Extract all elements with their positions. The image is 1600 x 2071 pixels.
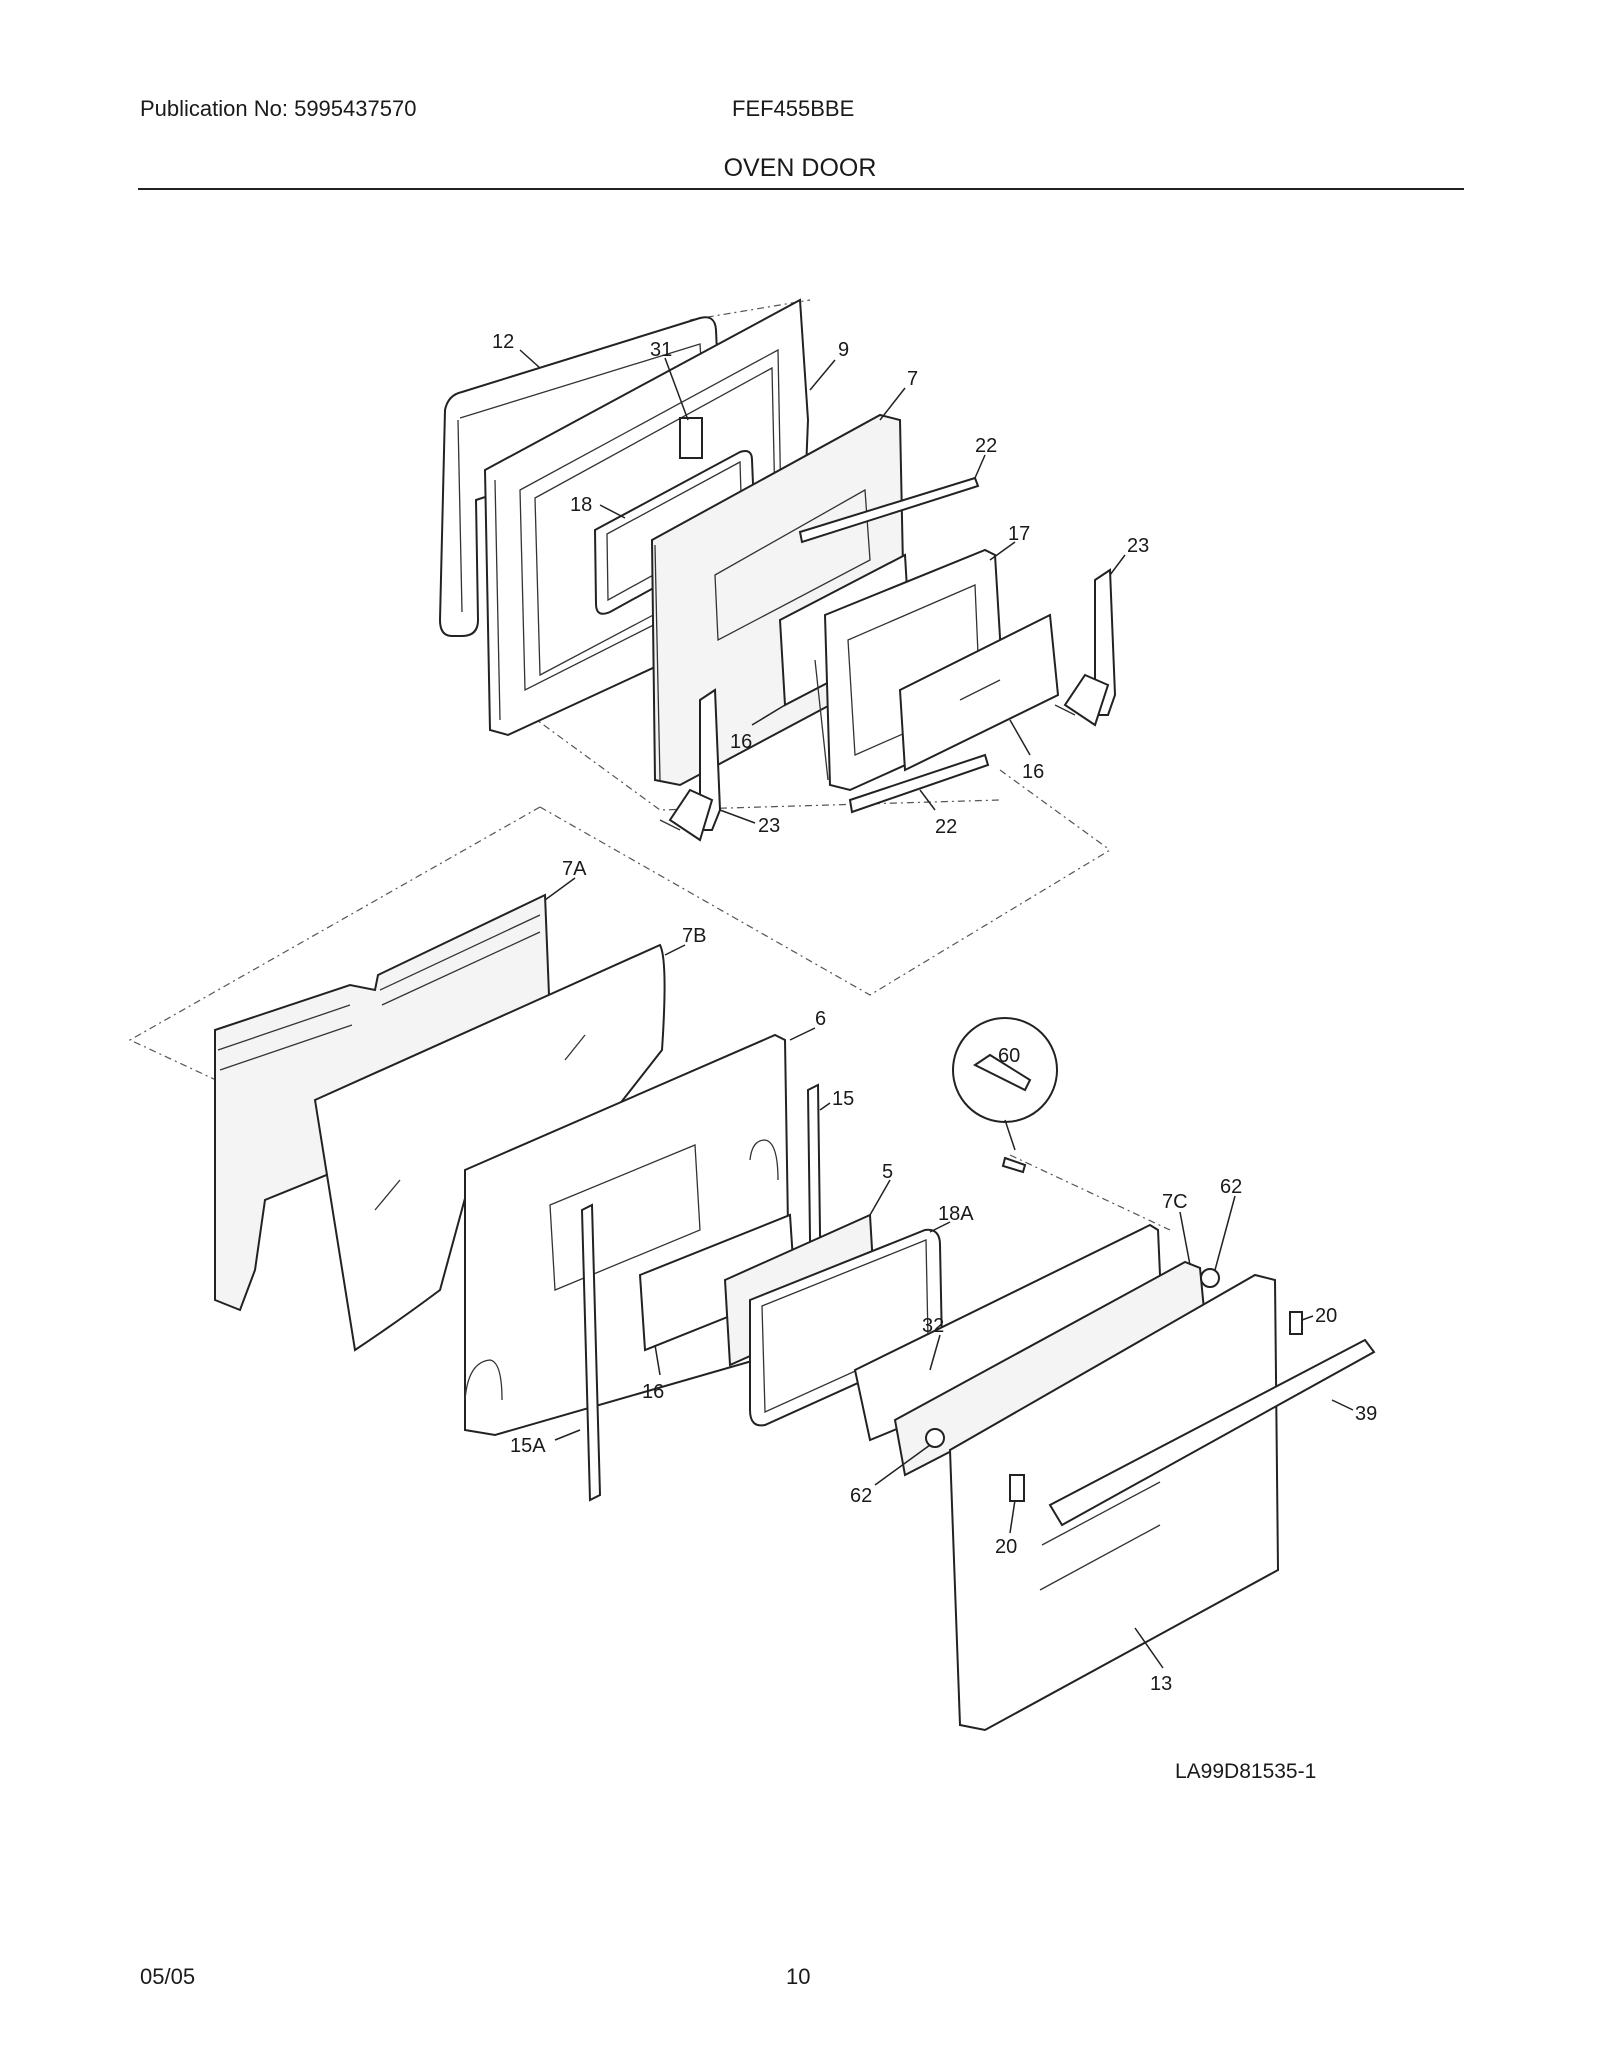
callout-7B: 7B bbox=[682, 925, 706, 947]
part-62-bumper bbox=[1200, 1268, 1220, 1288]
part-62-bumper bbox=[925, 1428, 945, 1448]
section-title: OVEN DOOR bbox=[723, 154, 877, 182]
model-number: FEF455BBE bbox=[732, 96, 855, 121]
glass-shine bbox=[564, 1034, 586, 1061]
callout-16: 16 bbox=[1022, 761, 1044, 783]
dash-line bbox=[689, 299, 811, 321]
page-number: 10 bbox=[786, 1964, 811, 1989]
header-rule bbox=[138, 188, 1464, 190]
part-31-clip bbox=[679, 417, 703, 459]
callout-32: 32 bbox=[922, 1315, 944, 1337]
callout-9: 9 bbox=[838, 339, 849, 361]
callout-18: 18 bbox=[570, 494, 592, 516]
callout-31: 31 bbox=[650, 339, 672, 361]
callout-20: 20 bbox=[995, 1536, 1017, 1558]
callout-17: 17 bbox=[1008, 523, 1030, 545]
dash-line bbox=[128, 806, 541, 1081]
callout-20: 20 bbox=[1315, 1305, 1337, 1327]
publication-number: Publication No: 5995437570 bbox=[140, 96, 417, 121]
part-16-glass bbox=[898, 613, 1060, 772]
glass-shine bbox=[374, 1179, 401, 1211]
screw-icon bbox=[1001, 1156, 1027, 1174]
callout-16: 16 bbox=[642, 1381, 664, 1403]
callout-18A: 18A bbox=[938, 1203, 974, 1225]
callout-39: 39 bbox=[1355, 1403, 1377, 1425]
callout-15: 15 bbox=[832, 1088, 854, 1110]
callout-6: 6 bbox=[815, 1008, 826, 1030]
callout-62: 62 bbox=[850, 1485, 872, 1507]
part-39-handle bbox=[1048, 1338, 1376, 1527]
callout-23: 23 bbox=[1127, 535, 1149, 557]
callout-5: 5 bbox=[882, 1161, 893, 1183]
figure-code: LA99D81535-1 bbox=[1175, 1760, 1316, 1783]
callout-16: 16 bbox=[730, 731, 752, 753]
callout-12: 12 bbox=[492, 331, 514, 353]
screw-icon bbox=[973, 1053, 1032, 1092]
part-23-hinge-right bbox=[1054, 568, 1117, 727]
dash-line bbox=[999, 769, 1111, 851]
callout-22: 22 bbox=[975, 435, 997, 457]
dash-line bbox=[539, 806, 1111, 996]
callout-60: 60 bbox=[998, 1045, 1020, 1067]
callout-7: 7 bbox=[907, 368, 918, 390]
callout-15A: 15A bbox=[510, 1435, 546, 1457]
callout-23: 23 bbox=[758, 815, 780, 837]
part-20-end-cap bbox=[1289, 1311, 1303, 1335]
callout-22: 22 bbox=[935, 816, 957, 838]
footer-date: 05/05 bbox=[140, 1964, 196, 1989]
callout-7C: 7C bbox=[1162, 1191, 1188, 1213]
callout-13: 13 bbox=[1150, 1673, 1172, 1695]
callout-62: 62 bbox=[1220, 1176, 1242, 1198]
glass-shine bbox=[959, 679, 1001, 701]
part-7C-insulation bbox=[893, 1260, 1207, 1477]
part-22-rail-lower bbox=[848, 753, 990, 814]
leader-lines bbox=[519, 349, 1354, 1669]
dash-line bbox=[1009, 1154, 1171, 1231]
part-20-end-cap bbox=[1009, 1474, 1025, 1502]
part-22-rail-upper bbox=[798, 476, 980, 544]
dash-line bbox=[529, 714, 1001, 811]
part-23-hinge-left bbox=[659, 688, 722, 842]
part-13-outer-door bbox=[948, 1273, 1280, 1732]
callout-7A: 7A bbox=[562, 858, 587, 880]
part-15A-channel bbox=[580, 1203, 602, 1502]
